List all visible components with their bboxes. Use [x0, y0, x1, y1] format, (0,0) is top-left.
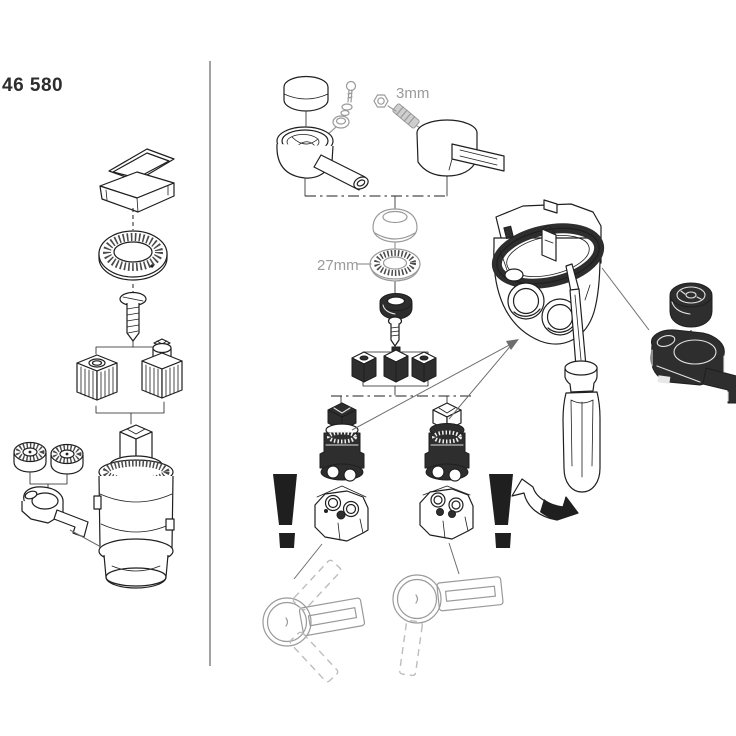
part-number-label: 46 580 — [2, 75, 63, 96]
adapter-small-icon — [383, 346, 409, 383]
adapter-small-icon — [411, 351, 437, 383]
adapter-small-icon — [351, 351, 377, 383]
hex-key-icon — [373, 94, 434, 136]
adapter-square-icon — [76, 354, 118, 401]
check-valve-pair-icon — [13, 441, 84, 493]
escutcheon-icon — [372, 208, 418, 243]
retaining-ring-icon — [379, 293, 413, 320]
mounting-lever-icon — [21, 486, 102, 548]
nut-size-label: 27mm — [317, 257, 359, 274]
screwdriver-icon — [562, 263, 601, 493]
allen-key-size-label: 3mm — [396, 85, 429, 102]
mounting-lever-dark-icon — [650, 329, 736, 404]
check-valve-icon — [669, 282, 713, 328]
handle-topview-left-icon — [262, 559, 366, 683]
faucet-body-underside-icon — [491, 199, 605, 345]
valve-base-left-icon — [314, 485, 369, 542]
ring-nut-icon — [98, 230, 168, 281]
valve-leader-line — [601, 267, 650, 331]
pointer-lines-to-body — [351, 339, 519, 431]
handle-cap-icon — [283, 75, 329, 127]
fixing-screw-icon — [119, 291, 147, 342]
small-screw-icon — [387, 316, 403, 347]
handle-topview-right-icon — [392, 574, 504, 677]
handle-screw-set-icon — [325, 80, 357, 137]
adapter-set-icon — [351, 346, 437, 383]
check-valve-small-icon — [13, 441, 47, 473]
topview-leader-lines — [293, 542, 460, 580]
cartridge-icon — [93, 424, 175, 589]
valve-base-right-icon — [419, 485, 474, 540]
lever-handle-icon — [416, 119, 505, 197]
lever-handle-open-icon — [276, 126, 369, 197]
warning-icon — [489, 474, 513, 548]
check-valve-small-icon — [50, 443, 84, 475]
cartridge-hot-icon — [319, 402, 365, 482]
adapter-splined-icon — [141, 338, 183, 399]
ring-nut-27mm-icon — [357, 248, 421, 282]
warning-icon — [273, 474, 297, 548]
rotate-arrow-icon — [511, 478, 579, 521]
cartridge-cold-icon — [424, 402, 470, 482]
parts-box-icon — [99, 148, 175, 213]
